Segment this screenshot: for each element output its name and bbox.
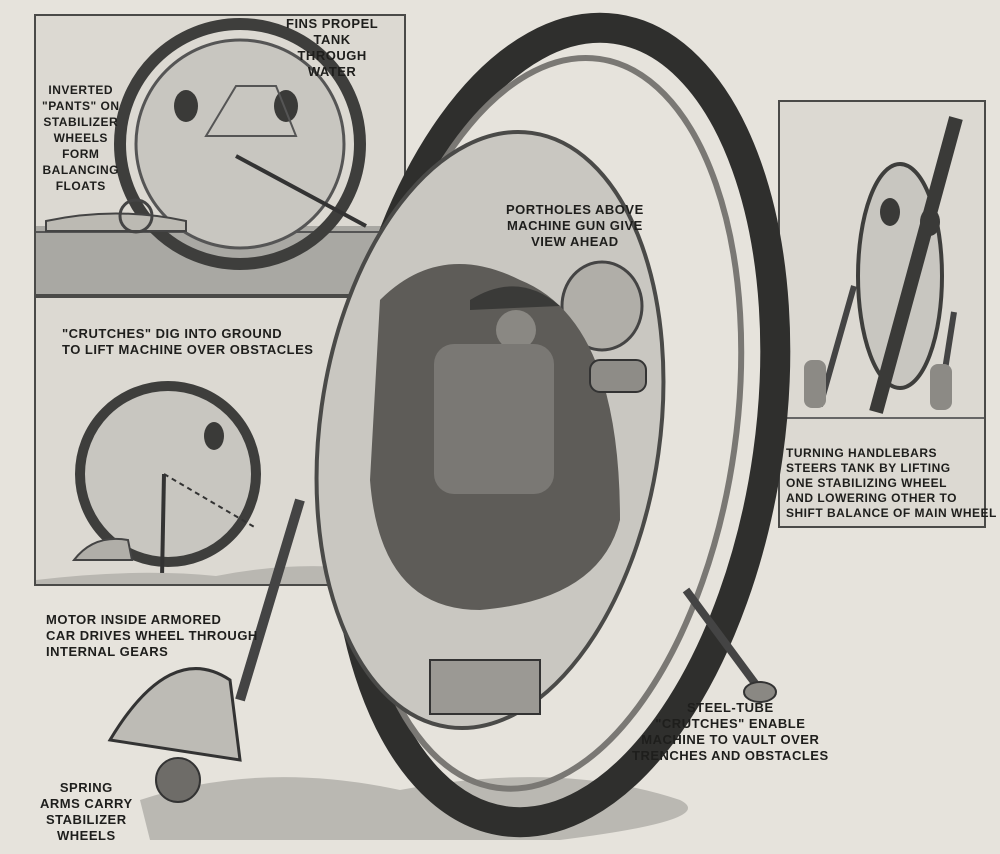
label-crutches-dig: "CRUTCHES" DIG INTO GROUND TO LIFT MACHI… [62,326,314,357]
inset-crutches-panel [34,296,370,586]
label-turning-handlebars: TURNING HANDLEBARS STEERS TANK BY LIFTIN… [786,446,997,520]
inset-steering-panel [778,100,986,528]
label-steel-tube-crutches: STEEL-TUBE "CRUTCHES" ENABLE MACHINE TO … [632,700,829,763]
water-wheel-drawing [36,18,404,294]
crutches-wheel-drawing [36,381,368,584]
label-portholes: PORTHOLES ABOVE MACHINE GUN GIVE VIEW AH… [506,202,644,249]
inset-water-panel [34,14,406,296]
label-fins: FINS PROPEL TANK THROUGH WATER [286,16,379,79]
label-pants: INVERTED "PANTS" ON STABILIZER WHEELS FO… [42,83,120,193]
steering-front-drawing [780,116,984,419]
label-spring-arms: SPRING ARMS CARRY STABILIZER WHEELS [40,780,133,843]
label-motor: MOTOR INSIDE ARMORED CAR DRIVES WHEEL TH… [46,612,258,659]
